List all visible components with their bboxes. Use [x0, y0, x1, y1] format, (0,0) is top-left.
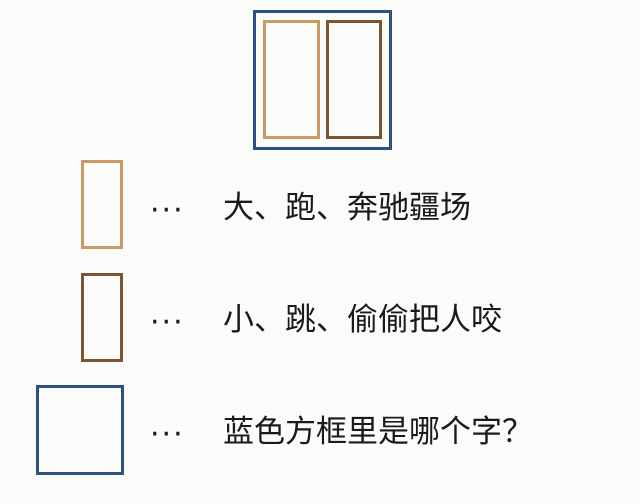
composite-tan-rectangle	[263, 20, 320, 139]
legend-row-3-ellipsis: ···	[150, 417, 185, 452]
legend-blue-square-icon	[36, 385, 124, 475]
legend-row-2-text: 小、跳、偷偷把人咬	[223, 302, 502, 338]
legend-row-2-ellipsis: ···	[150, 305, 185, 340]
legend-tan-rectangle-icon	[81, 160, 123, 249]
composite-brown-rectangle	[326, 20, 382, 139]
legend-brown-rectangle-icon	[81, 273, 123, 362]
legend-row-1-ellipsis: ···	[150, 193, 185, 228]
legend-row-3-text: 蓝色方框里是哪个字？	[223, 414, 533, 450]
composite-blue-frame	[253, 10, 392, 150]
legend-row-1-text: 大、跑、奔驰疆场	[223, 190, 471, 226]
